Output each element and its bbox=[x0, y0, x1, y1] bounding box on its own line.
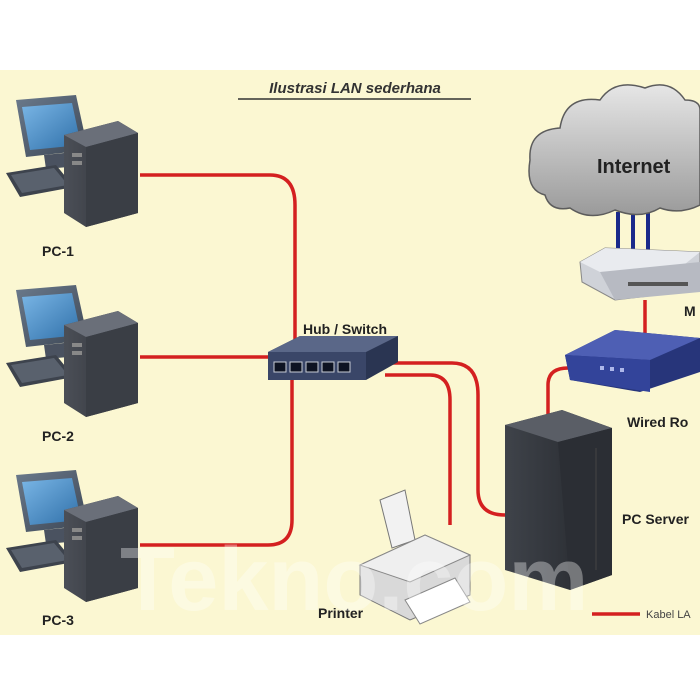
wired-router bbox=[565, 330, 700, 392]
internet-label: Internet bbox=[597, 156, 671, 178]
cable-pc3-hub bbox=[140, 380, 294, 547]
pc-server-label: PC Server bbox=[622, 511, 689, 527]
modem bbox=[579, 247, 700, 301]
internet-links bbox=[616, 212, 650, 255]
cable-pc1-hub bbox=[140, 173, 297, 360]
legend-label: Kabel LA bbox=[646, 609, 691, 621]
cable-hub-server bbox=[385, 361, 506, 517]
printer bbox=[358, 489, 472, 625]
internet-cloud bbox=[528, 84, 700, 217]
wired-router-label: Wired Ro bbox=[627, 414, 688, 430]
lan-cables bbox=[140, 173, 647, 547]
pc-server bbox=[505, 410, 612, 590]
pc-1-label: PC-1 bbox=[42, 243, 74, 259]
watermark: Tekno.com bbox=[120, 530, 588, 630]
hub-switch bbox=[268, 336, 398, 380]
pc-2-label: PC-2 bbox=[42, 428, 74, 444]
printer-label: Printer bbox=[318, 605, 364, 621]
hub-switch-label: Hub / Switch bbox=[303, 321, 387, 337]
modem-label: M bbox=[684, 303, 696, 319]
legend: Kabel LA bbox=[592, 609, 691, 621]
cable-hub-printer bbox=[385, 373, 452, 525]
diagram-title: Ilustrasi LAN sederhana bbox=[269, 80, 441, 97]
pc-3-label: PC-3 bbox=[42, 612, 74, 628]
